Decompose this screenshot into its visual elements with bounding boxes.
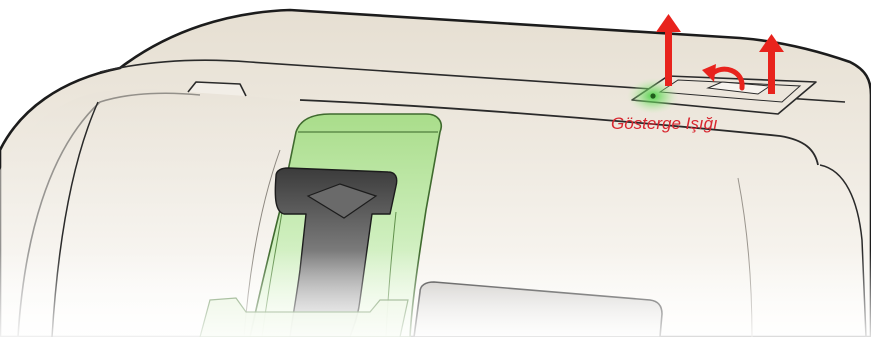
indicator-light-label: Gösterge Işığı [611, 114, 718, 134]
indicator-light [650, 93, 655, 98]
bottom-fade [0, 250, 871, 337]
